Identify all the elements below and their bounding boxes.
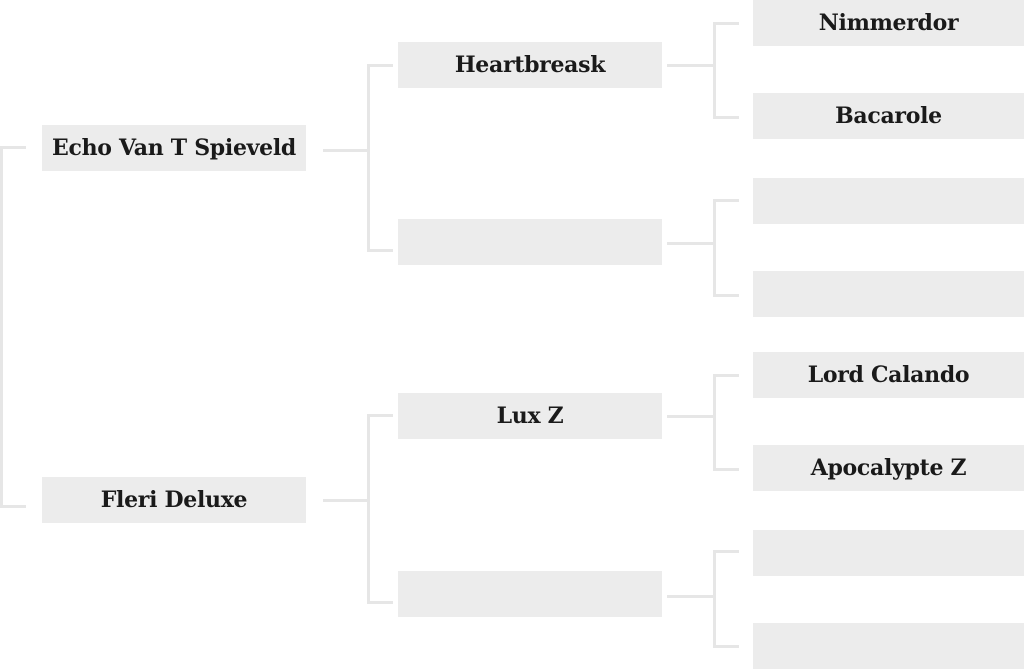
semifinal-slot[interactable] — [398, 571, 662, 617]
quarterfinal-slot[interactable]: Nimmerdor — [753, 0, 1024, 46]
quarterfinal-slot[interactable]: Apocalypte Z — [753, 445, 1024, 491]
connector — [667, 242, 715, 245]
competitor-name: Apocalypte Z — [810, 455, 967, 481]
connector — [713, 116, 739, 119]
connector — [367, 414, 393, 417]
connector — [667, 595, 715, 598]
connector — [0, 505, 26, 508]
connector — [713, 22, 739, 25]
connector — [367, 414, 370, 604]
connector — [367, 249, 393, 252]
competitor-name: Lux Z — [496, 403, 564, 429]
final-slot[interactable]: Fleri Deluxe — [42, 477, 306, 523]
connector — [713, 294, 739, 297]
semifinal-slot[interactable] — [398, 219, 662, 265]
connector — [367, 64, 393, 67]
quarterfinal-slot[interactable] — [753, 623, 1024, 669]
quarterfinal-slot[interactable] — [753, 178, 1024, 224]
connector — [667, 64, 715, 67]
connector — [367, 601, 393, 604]
quarterfinal-slot[interactable] — [753, 530, 1024, 576]
competitor-name: Bacarole — [835, 103, 942, 129]
connector — [713, 374, 739, 377]
semifinal-slot[interactable]: Heartbreask — [398, 42, 662, 88]
connector — [367, 64, 370, 252]
connector — [713, 199, 716, 297]
competitor-name: Nimmerdor — [818, 10, 959, 36]
connector — [323, 499, 369, 502]
semifinal-slot[interactable]: Lux Z — [398, 393, 662, 439]
connector — [667, 415, 715, 418]
connector — [713, 374, 716, 471]
competitor-name: Lord Calando — [807, 362, 970, 388]
connector — [0, 146, 26, 149]
connector — [0, 146, 3, 507]
connector — [713, 468, 739, 471]
quarterfinal-slot[interactable]: Bacarole — [753, 93, 1024, 139]
competitor-name: Fleri Deluxe — [100, 487, 248, 513]
quarterfinal-slot[interactable] — [753, 271, 1024, 317]
competitor-name: Echo Van T Spieveld — [52, 135, 296, 161]
final-slot[interactable]: Echo Van T Spieveld — [42, 125, 306, 171]
connector — [713, 550, 739, 553]
connector — [323, 149, 369, 152]
connector — [713, 550, 716, 648]
quarterfinal-slot[interactable]: Lord Calando — [753, 352, 1024, 398]
connector — [713, 199, 739, 202]
competitor-name: Heartbreask — [454, 52, 606, 78]
connector — [713, 22, 716, 119]
connector — [713, 645, 739, 648]
